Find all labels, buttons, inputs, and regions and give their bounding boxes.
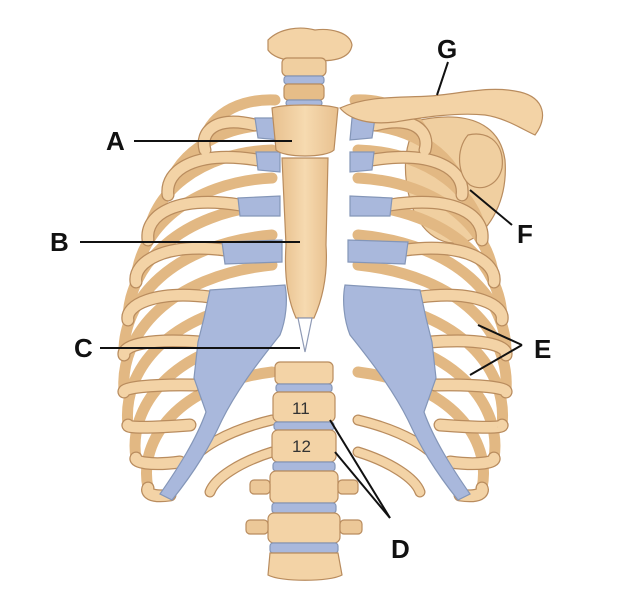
clavicle bbox=[339, 88, 544, 136]
label-g: G bbox=[437, 34, 457, 64]
label-f: F bbox=[517, 219, 533, 249]
label-e: E bbox=[534, 334, 551, 364]
sternum bbox=[271, 104, 339, 353]
manubrium bbox=[271, 104, 339, 157]
rib-cage-left bbox=[124, 100, 287, 500]
vertebral-column bbox=[245, 27, 363, 581]
label-a: A bbox=[106, 126, 125, 156]
xiphoid-process bbox=[297, 317, 313, 353]
label-c: C bbox=[74, 333, 93, 363]
leader-lines bbox=[80, 61, 523, 519]
vertebra-number-12: 12 bbox=[292, 437, 311, 456]
label-b: B bbox=[50, 227, 69, 257]
vertebra-number-11: 11 bbox=[292, 399, 310, 418]
sternal-body bbox=[281, 157, 329, 319]
label-d: D bbox=[391, 534, 410, 564]
